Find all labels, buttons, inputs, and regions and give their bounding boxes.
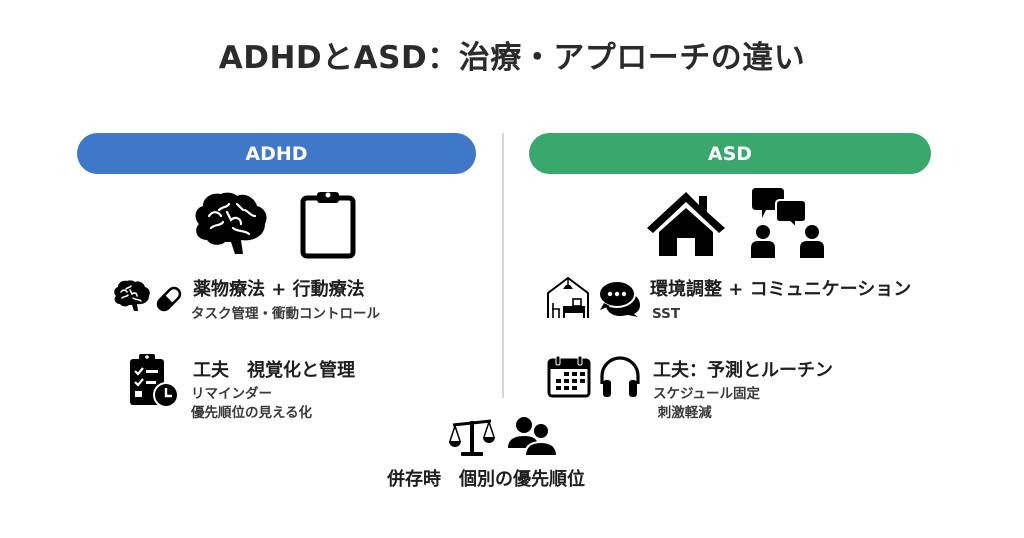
adhd-item-2-heading: 工夫 視覚化と管理	[193, 360, 355, 381]
users-icon	[508, 416, 558, 456]
calendar-icon	[547, 354, 591, 398]
brain-icon	[191, 188, 271, 260]
room-environment-icon	[545, 275, 591, 319]
chat-bubbles-icon	[598, 279, 642, 317]
page-title: ADHDとASD：治療・アプローチの違い	[218, 40, 806, 76]
asd-header-pill: ASD	[529, 133, 931, 174]
column-divider	[502, 133, 504, 398]
asd-item-1-detail: SST	[652, 306, 681, 322]
adhd-item-2-detail-2: 優先順位の見える化	[191, 405, 313, 421]
house-icon	[645, 188, 727, 258]
adhd-item-2-detail-1: リマインダー	[191, 386, 272, 402]
asd-label: ASD	[707, 142, 753, 165]
adhd-label: ADHD	[245, 142, 308, 165]
clipboard-checklist-clock-icon	[128, 353, 180, 409]
people-conversation-icon	[750, 186, 826, 260]
adhd-header-pill: ADHD	[77, 133, 476, 174]
headphones-icon	[598, 354, 642, 398]
asd-item-2-detail-2: 刺激軽減	[653, 405, 712, 421]
adhd-item-1-detail: タスク管理・衝動コントロール	[191, 306, 380, 322]
clipboard-icon	[297, 188, 359, 260]
asd-item-2-detail-1: スケジュール固定	[653, 386, 761, 402]
balance-scale-icon	[449, 417, 495, 457]
pill-capsule-icon	[155, 285, 183, 313]
comorbid-label: 併存時 個別の優先順位	[387, 469, 585, 490]
asd-item-1-heading: 環境調整 + コミュニケーション	[650, 279, 912, 300]
adhd-item-1-heading: 薬物療法 + 行動療法	[193, 279, 365, 300]
brain-small-icon	[112, 278, 152, 314]
asd-item-2-heading: 工夫：予測とルーチン	[653, 360, 833, 381]
